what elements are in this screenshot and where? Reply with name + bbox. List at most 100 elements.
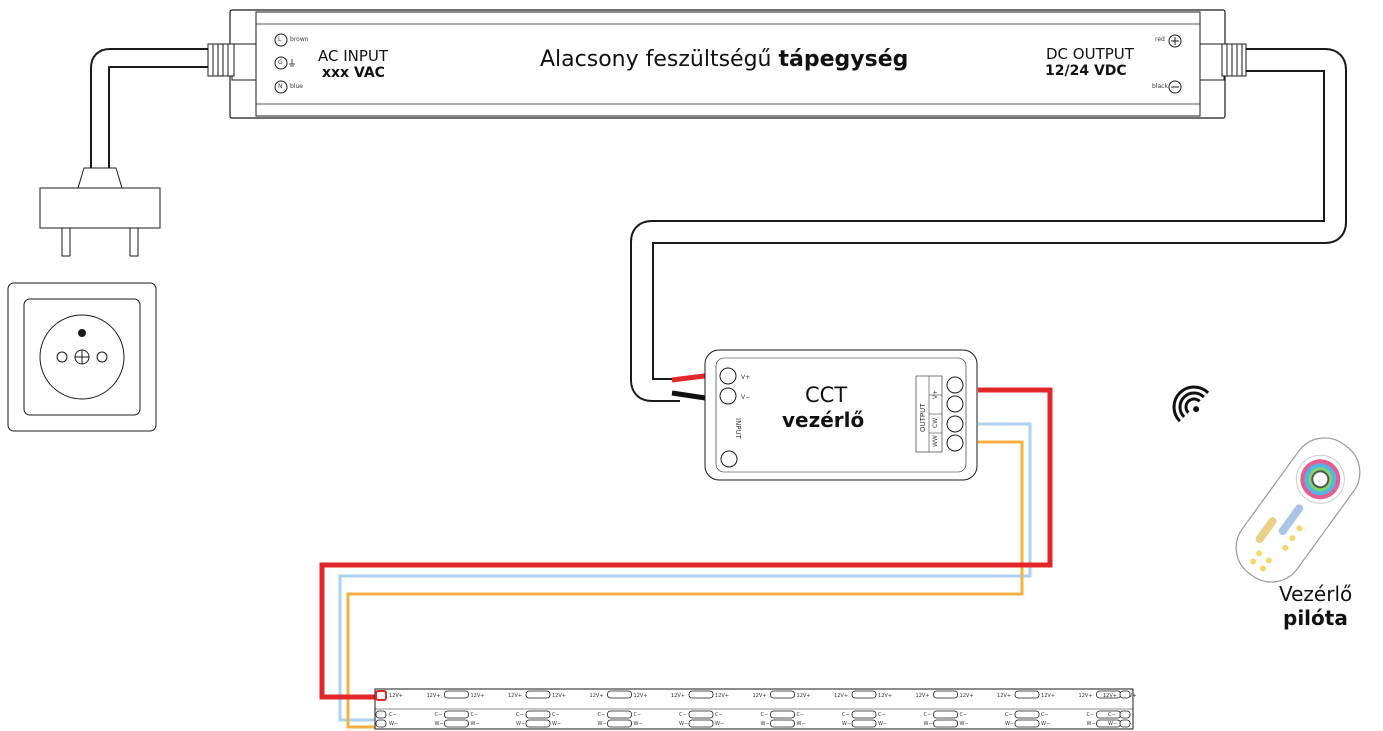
v-minus-label: V− <box>741 394 750 401</box>
strip-pad-label: W− <box>679 721 688 727</box>
strip-pad <box>525 710 551 719</box>
ac-input-label: AC INPUT <box>318 47 389 65</box>
strip-pad-label: W− <box>1005 721 1014 727</box>
power-supply <box>207 9 1247 119</box>
strip-pad-label: 12V+ <box>508 693 522 699</box>
strip-pad <box>770 690 795 699</box>
led-strip: 12V+ C− W− 12V+ 12V+ C− C− W− W− 12V+ 12V+ C− C− W− W−… <box>374 688 1137 730</box>
strip-pad-label: W− <box>842 721 851 727</box>
strip-pad-label: W− <box>435 721 444 727</box>
strip-pad-label: C− <box>1108 712 1116 718</box>
strip-pad-label: 12V+ <box>960 693 974 699</box>
strip-pad-label: 12V+ <box>1079 693 1093 699</box>
strip-pad-label: W− <box>960 721 969 727</box>
strip-pad-label: W− <box>1087 721 1096 727</box>
strip-pad-label: W− <box>761 721 770 727</box>
cct-controller: OUTPUT INPUT V+ V− V+ CW WW <box>704 349 978 481</box>
strip-pad-label: C− <box>435 712 443 718</box>
strip-pad <box>1014 690 1040 699</box>
wire-blue-label: blue <box>290 83 303 90</box>
out-v-plus-label: V+ <box>932 390 939 399</box>
strip-pad <box>525 719 551 728</box>
v-plus-label: V+ <box>741 374 750 381</box>
strip-pad-label: W− <box>1108 721 1117 727</box>
input-label: INPUT <box>734 418 742 440</box>
strip-pad-label: C− <box>797 712 805 718</box>
strip-pad-label: W− <box>1041 721 1050 727</box>
strip-pad-label: C− <box>842 712 850 718</box>
terminal-g-icon <box>274 56 288 70</box>
v-plus-output-wire <box>319 387 1053 700</box>
dc-output-value: 12/24 VDC <box>1045 63 1127 79</box>
strip-pad-label: W− <box>598 721 607 727</box>
strip-pad <box>607 719 632 728</box>
strip-pad <box>851 710 877 719</box>
strip-pad-label: C− <box>960 712 968 718</box>
strip-pad <box>933 719 958 728</box>
strip-pad-label: 12V+ <box>389 693 403 699</box>
output-label: OUTPUT <box>919 403 927 432</box>
strip-pad <box>607 710 632 719</box>
ground-icon <box>289 59 295 67</box>
remote-label: Vezérlő <box>1279 582 1353 606</box>
strip-pad-label: 12V+ <box>634 693 648 699</box>
strip-pad-label: 12V+ <box>834 693 848 699</box>
terminal-n-letter: N <box>278 83 283 90</box>
wire-black-label: black <box>1152 83 1168 90</box>
power-supply-title-bold: tápegység <box>778 47 909 72</box>
strip-pad-label: C− <box>761 712 769 718</box>
strip-pad-label: 12V+ <box>1103 693 1117 699</box>
strip-pad <box>1119 690 1131 699</box>
cw-wire <box>338 422 1032 722</box>
strip-pad <box>688 690 714 699</box>
strip-pad-label: W− <box>878 721 887 727</box>
strip-pad <box>607 690 632 699</box>
strip-pad-label: 12V+ <box>878 693 892 699</box>
strip-pad <box>444 710 469 719</box>
strip-pad <box>770 710 795 719</box>
strip-pad-label: 12V+ <box>916 693 930 699</box>
strip-pad-label: 12V+ <box>471 693 485 699</box>
strip-pad-label: 12V+ <box>797 693 811 699</box>
ac-input-value: xxx VAC <box>322 65 385 81</box>
strip-pad-label: C− <box>1041 712 1049 718</box>
strip-pad <box>770 719 795 728</box>
remote-label-bold: pilóta <box>1283 606 1348 630</box>
strip-pad-label: C− <box>679 712 687 718</box>
wall-socket <box>7 282 157 432</box>
strip-pad <box>444 690 469 699</box>
ww-label: WW <box>932 435 939 447</box>
controller-subtitle: vezérlő <box>782 408 865 432</box>
strip-pad <box>525 690 551 699</box>
wire-brown-label: brown <box>290 36 309 43</box>
remote-control-icon <box>1235 437 1361 583</box>
strip-pad <box>1014 719 1040 728</box>
cw-label: CW <box>932 418 939 428</box>
strip-pad <box>688 710 714 719</box>
strip-pad <box>1014 710 1040 719</box>
controller-title: CCT <box>805 383 848 407</box>
terminal-l-letter: L <box>278 36 282 43</box>
strip-pad-label: 12V+ <box>552 693 566 699</box>
strip-pad-label: W− <box>389 721 398 727</box>
strip-pad-label: W− <box>797 721 806 727</box>
strip-pad-label: C− <box>471 712 479 718</box>
ac-cable <box>90 48 225 178</box>
strip-pad <box>933 690 958 699</box>
strip-pad-label: C− <box>715 712 723 718</box>
terminal-n-icon <box>274 80 288 94</box>
strip-pad-label: W− <box>516 721 525 727</box>
strip-pad-label: C− <box>598 712 606 718</box>
strip-pad-label: C− <box>1087 712 1095 718</box>
strip-pad-label: C− <box>878 712 886 718</box>
strip-pad <box>375 710 387 719</box>
strip-pad <box>1119 719 1131 728</box>
strip-pad-label: 12V+ <box>671 693 685 699</box>
ww-wire <box>346 440 1024 729</box>
strip-pad-label: 12V+ <box>1041 693 1055 699</box>
strip-pad <box>851 719 877 728</box>
strip-pad <box>1119 710 1131 719</box>
wire-red-label: red <box>1155 36 1165 43</box>
strip-pad-label: 12V+ <box>427 693 441 699</box>
